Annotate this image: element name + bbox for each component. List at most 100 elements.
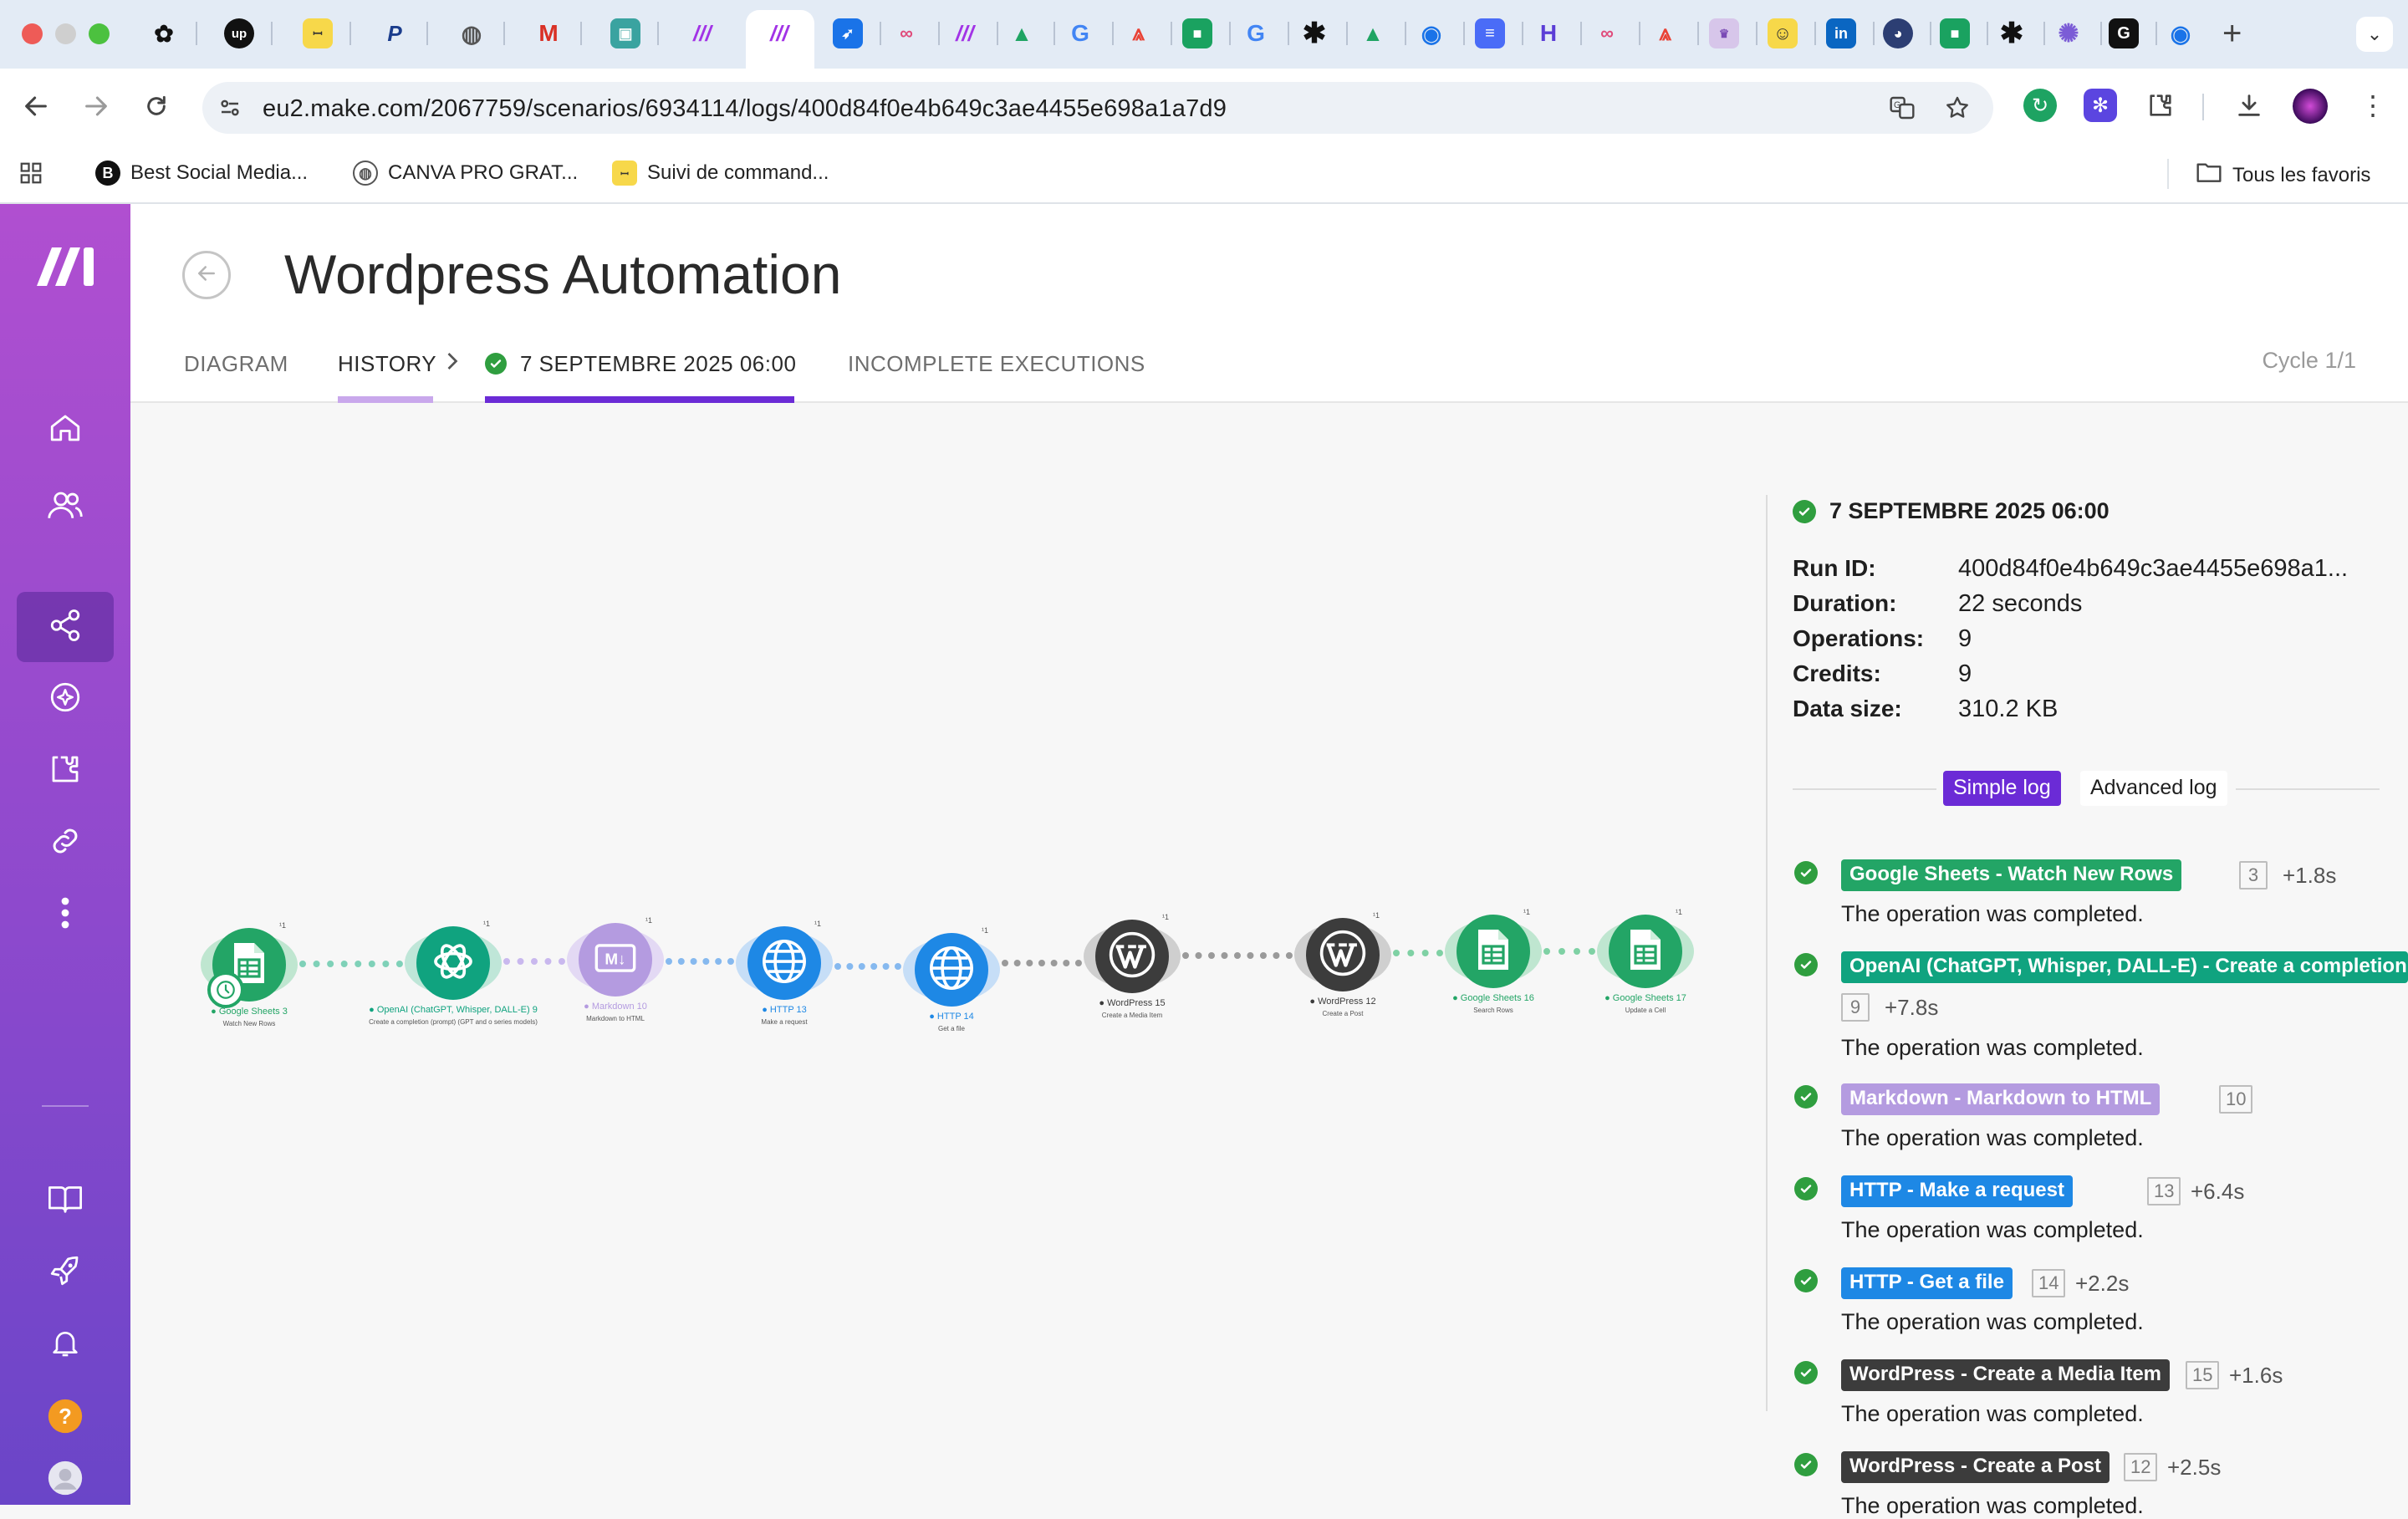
reload-icon[interactable] [137,87,176,125]
site-settings-icon[interactable] [216,94,244,122]
smile-tab-icon[interactable]: ☺ [1768,18,1798,48]
all-bookmarks-folder[interactable]: Tous les favoris [2196,161,2370,190]
schedule-clock-icon[interactable] [207,971,244,1008]
sidebar-item-ai-agents[interactable] [17,664,114,734]
google-tab-icon[interactable]: G [1071,20,1089,46]
new-tab-button[interactable]: + [2222,15,2242,52]
c-tab-icon-2[interactable]: ◉ [2170,20,2191,47]
module-connector[interactable] [299,961,403,967]
module-connector[interactable] [1393,950,1443,956]
module-node[interactable] [416,926,490,1000]
module-connector[interactable] [1182,952,1293,959]
asterisk-tab-icon[interactable]: ✱ [1302,18,1327,49]
make-active-tab-icon[interactable]: /// [770,20,788,46]
linkedin-tab-icon[interactable]: in [1826,18,1856,48]
apps-grid-icon[interactable] [18,161,43,190]
module-badge[interactable]: Google Sheets - Watch New Rows [1841,859,2182,891]
module-connector[interactable] [1002,960,1082,966]
n8n-tab-icon[interactable]: ∞ [900,23,913,43]
paypal-tab-icon[interactable]: P [387,20,402,46]
sidebar-item-scenarios[interactable] [17,592,114,662]
module-node[interactable] [1306,918,1380,991]
globe-tab-icon[interactable]: ◍ [461,20,482,47]
sidebar-item-team[interactable] [17,472,114,542]
sidebar-item-connections[interactable] [17,808,114,878]
upwork-tab-icon[interactable]: up [224,18,254,48]
module-connector[interactable] [834,963,901,970]
module-node[interactable] [1095,920,1169,993]
module-badge[interactable]: OpenAI (ChatGPT, Whisper, DALL-E) - Crea… [1841,951,2408,983]
sidebar-item-apps[interactable] [17,736,114,806]
sidebar-user-avatar[interactable] [17,1455,114,1505]
drive-tab-icon[interactable]: ▲ [1011,20,1033,46]
c-tab-icon[interactable]: ◉ [1421,20,1442,47]
sidebar-item-more[interactable] [17,879,114,950]
module-node[interactable]: M↓ [579,923,652,997]
docs-tab-icon[interactable]: ≡ [1475,18,1505,48]
module-badge[interactable]: WordPress - Create a Media Item [1841,1359,2171,1391]
tab-history[interactable]: HISTORY [338,351,437,376]
extension-refresh-icon[interactable]: ↻ [2023,89,2057,122]
g-dark-tab-icon[interactable]: G [2109,18,2139,48]
advanced-log-button[interactable]: Advanced log [2080,771,2227,806]
rocket-tab-icon[interactable]: ➶ [833,18,863,48]
module-node[interactable] [1457,915,1530,988]
google-tab-icon-2[interactable]: G [1247,20,1265,46]
sidebar-item-docs[interactable] [17,1165,114,1236]
profile-avatar[interactable] [2293,89,2328,124]
bookmark-item[interactable]: B Best Social Media... [95,161,308,186]
module-node[interactable] [915,933,988,1007]
make-tab-icon[interactable]: /// [693,20,712,46]
tab-icon-lilac[interactable]: ♛ [1709,18,1739,48]
meet-tab-icon-2[interactable]: ■ [1182,18,1212,48]
simple-log-button[interactable]: Simple log [1943,771,2061,806]
meet-tab-icon-3[interactable]: ■ [1940,18,1970,48]
module-badge[interactable]: WordPress - Create a Post [1841,1451,2110,1483]
module-connector[interactable] [666,958,734,965]
module-badge[interactable]: Markdown - Markdown to HTML [1841,1083,2161,1115]
forward-arrow-icon[interactable] [77,87,115,125]
asterisk-tab-icon-2[interactable]: ✱ [1999,18,2024,49]
gmail-tab-icon[interactable]: M [538,20,559,46]
back-button[interactable] [182,251,231,299]
make-tab-icon-2[interactable]: /// [956,20,974,46]
module-badge[interactable]: HTTP - Make a request [1841,1175,2073,1207]
bookmark-item[interactable]: ꟷ Suivi de command... [612,161,829,186]
drive-tab-icon-2[interactable]: ▲ [1362,20,1384,46]
n8n-tab-icon-2[interactable]: ∞ [1600,23,1614,43]
flower-tab-icon[interactable]: ✺ [2058,19,2079,48]
kebab-menu-icon[interactable]: ⋮ [2360,90,2386,120]
tab-search-button[interactable]: ⌄ [2356,17,2393,52]
translate-icon[interactable]: G [1888,94,1916,122]
tab-run-date[interactable]: 7 SEPTEMBRE 2025 06:00 [520,351,797,376]
module-connector[interactable] [1543,948,1595,955]
module-connector[interactable] [503,958,565,965]
tab-icon-yellow[interactable]: ꟷ [303,18,333,48]
sidebar-item-help[interactable]: ? [17,1383,114,1453]
extensions-puzzle-icon[interactable] [2144,89,2177,122]
maximize-window-button[interactable] [89,23,110,44]
ads-tab-icon-2[interactable]: ⩓ [1659,20,1672,45]
make-logo-icon[interactable] [33,244,97,292]
h-tab-icon[interactable]: H [1539,20,1558,46]
module-node[interactable] [1609,915,1682,988]
address-bar[interactable]: eu2.make.com/2067759/scenarios/6934114/l… [202,82,1993,134]
download-icon[interactable] [2232,89,2266,122]
minimize-window-button[interactable] [55,23,76,44]
alien-tab-icon[interactable]: ◕ [1883,18,1913,48]
back-arrow-icon[interactable] [17,87,55,125]
module-node[interactable] [212,928,286,1002]
sidebar-item-whats-new[interactable] [17,1237,114,1307]
tab-diagram[interactable]: DIAGRAM [184,351,288,376]
active-tab[interactable] [746,10,814,70]
bookmark-star-icon[interactable] [1943,94,1972,122]
module-node[interactable] [747,926,821,1000]
module-badge[interactable]: HTTP - Get a file [1841,1267,2013,1299]
extension-flower-icon[interactable]: ✻ [2084,89,2117,122]
bookmark-item[interactable]: ◍ CANVA PRO GRAT... [353,161,578,186]
meet-tab-icon[interactable]: ▣ [610,18,640,48]
openai-tab-icon[interactable]: ✿ [154,20,174,47]
sidebar-item-notifications[interactable] [17,1309,114,1379]
sidebar-item-home[interactable] [17,395,114,465]
